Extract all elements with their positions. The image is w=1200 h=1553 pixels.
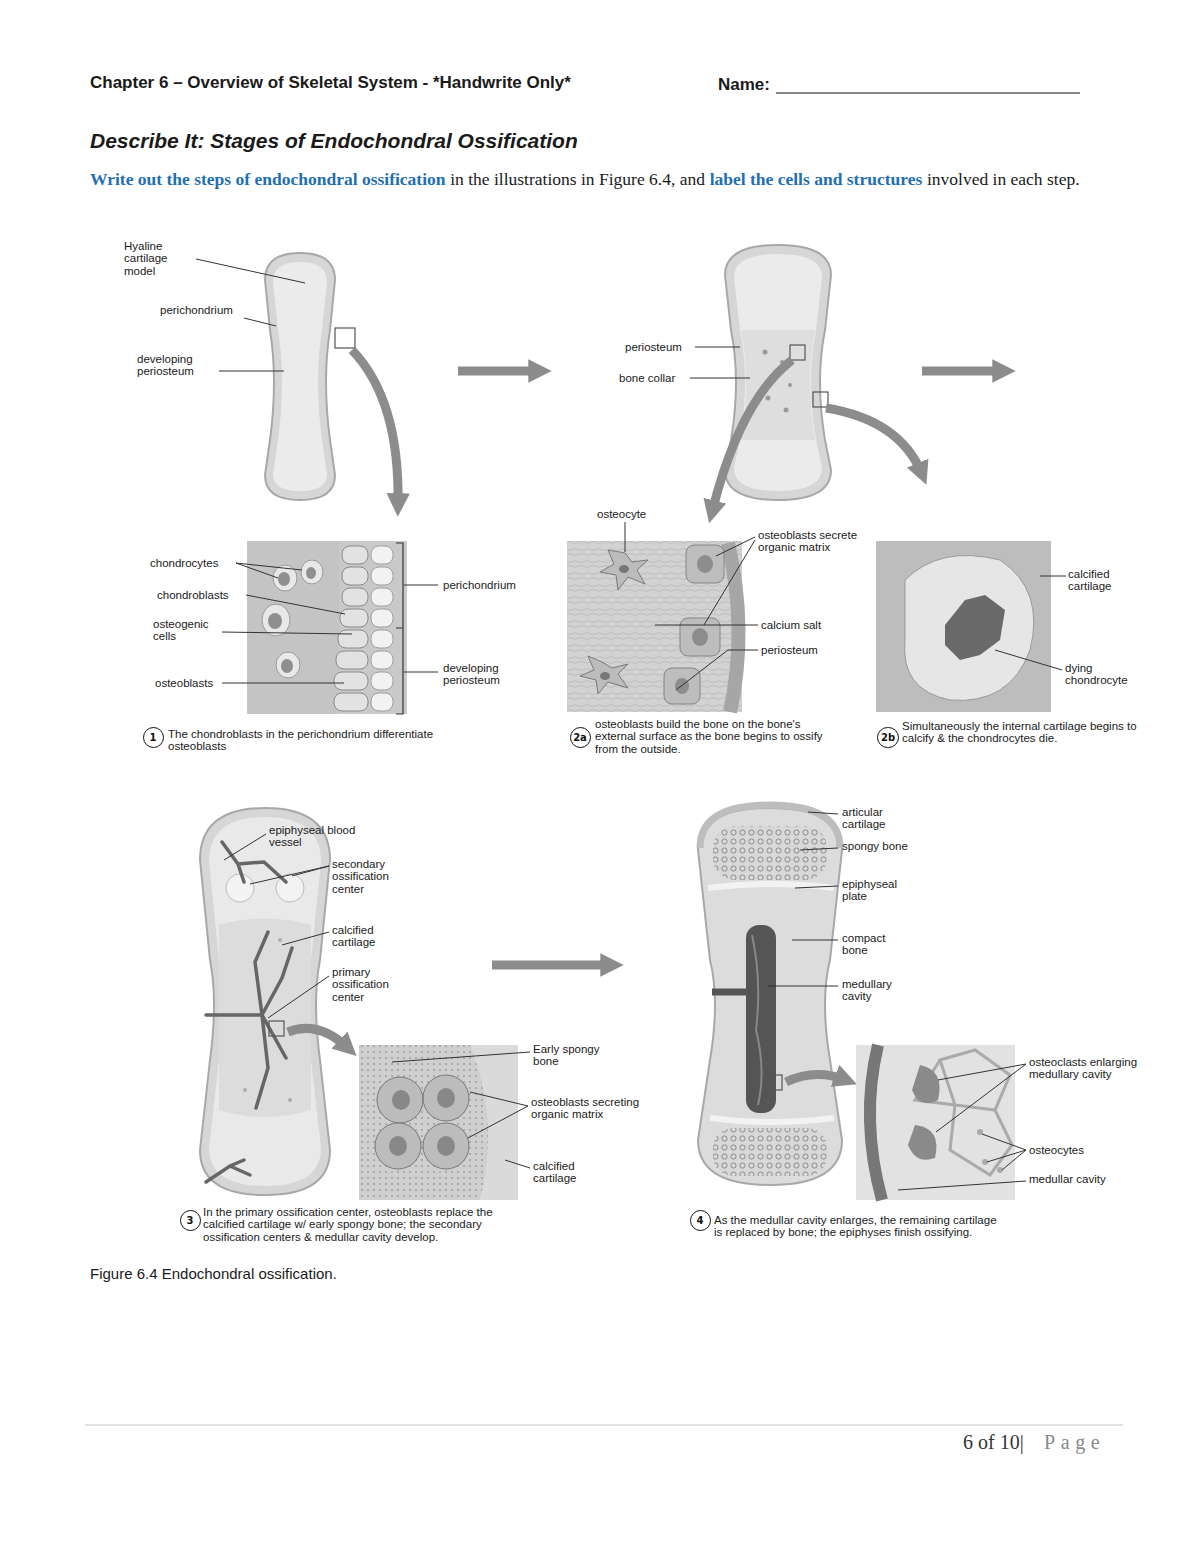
cell-label: chondrocytes: [150, 557, 234, 569]
step-description: The chondroblasts in the perichondrium d…: [168, 728, 468, 753]
structure-label: spongy bone: [842, 840, 912, 852]
step-description: In the primary ossification center, oste…: [203, 1206, 518, 1243]
structure-label: perichondrium: [443, 579, 543, 591]
name-field-label: Name:: [718, 75, 770, 95]
cell-label: osteocyte: [597, 508, 667, 520]
cell-label: osteoclasts enlarging medullary cavity: [1029, 1056, 1179, 1081]
figure-caption: Figure 6.4 Endochondral ossification.: [90, 1265, 337, 1282]
instruction-paragraph: Write out the steps of endochondral ossi…: [90, 166, 1100, 192]
structure-label: developing periosteum: [137, 353, 217, 378]
callout-number: 1: [150, 732, 157, 743]
structure-label: medullar cavity: [1029, 1173, 1109, 1185]
cell-label: osteocytes: [1029, 1144, 1119, 1156]
step-callout: 3: [180, 1210, 201, 1231]
structure-label: epiphyseal plate: [842, 878, 922, 903]
page-header: Chapter 6 – Overview of Skeletal System …: [90, 73, 571, 93]
structure-label: Early spongy bone: [533, 1043, 623, 1068]
callout-number: 2a: [573, 732, 587, 743]
structure-label: bone collar: [619, 372, 687, 384]
cell-label: chondroblasts: [157, 589, 243, 601]
structure-label: perichondrium: [160, 304, 244, 316]
structure-label: calcium salt: [761, 619, 861, 631]
callout-number: 2b: [881, 732, 895, 743]
structure-label: epiphyseal blood vessel: [269, 824, 389, 849]
cell-label: dying chondrocyte: [1065, 662, 1155, 687]
cell-label: osteogenic cells: [153, 618, 219, 643]
structure-label: calcified cartilage: [533, 1160, 613, 1185]
instruction-text: label the cells and structures: [710, 169, 923, 189]
structure-label: medullary cavity: [842, 978, 922, 1003]
cell-label: osteoblasts: [155, 677, 221, 689]
structure-label: compact bone: [842, 932, 912, 957]
step-callout: 4: [690, 1210, 711, 1231]
step-callout: 1: [143, 727, 164, 748]
step-description: Simultaneously the internal cartilage be…: [902, 720, 1142, 745]
worksheet-title: Describe It: Stages of Endochondral Ossi…: [90, 129, 578, 153]
page-number: 6 of 10|: [963, 1431, 1024, 1454]
structure-label: secondary ossification center: [332, 858, 416, 895]
structure-label: Hyaline cartilage model: [124, 240, 194, 277]
page-word: Page: [1044, 1431, 1105, 1454]
instruction-text: involved in each step.: [927, 169, 1080, 189]
instruction-text: in the illustrations in Figure 6.4, and: [450, 169, 705, 189]
step-callout: 2a: [570, 727, 591, 748]
instruction-text: Write out the steps of endochondral ossi…: [90, 169, 446, 189]
structure-label: primary ossification center: [332, 966, 406, 1003]
callout-number: 3: [187, 1215, 194, 1226]
callout-number: 4: [697, 1215, 704, 1226]
step-description: As the medullar cavity enlarges, the rem…: [714, 1214, 1004, 1239]
cell-label: osteoblasts secreting organic matrix: [531, 1096, 666, 1121]
structure-label: calcified cartilage: [332, 924, 404, 949]
structure-label: periosteum: [625, 341, 691, 353]
structure-label: articular cartilage: [842, 806, 922, 831]
step-description: osteoblasts build the bone on the bone's…: [595, 718, 840, 755]
structure-label: periosteum: [761, 644, 861, 656]
step-callout: 2b: [877, 727, 899, 748]
structure-label: calcified cartilage: [1068, 568, 1148, 593]
structure-label: developing periosteum: [443, 662, 523, 687]
cell-label: osteoblasts secrete organic matrix: [758, 529, 888, 554]
